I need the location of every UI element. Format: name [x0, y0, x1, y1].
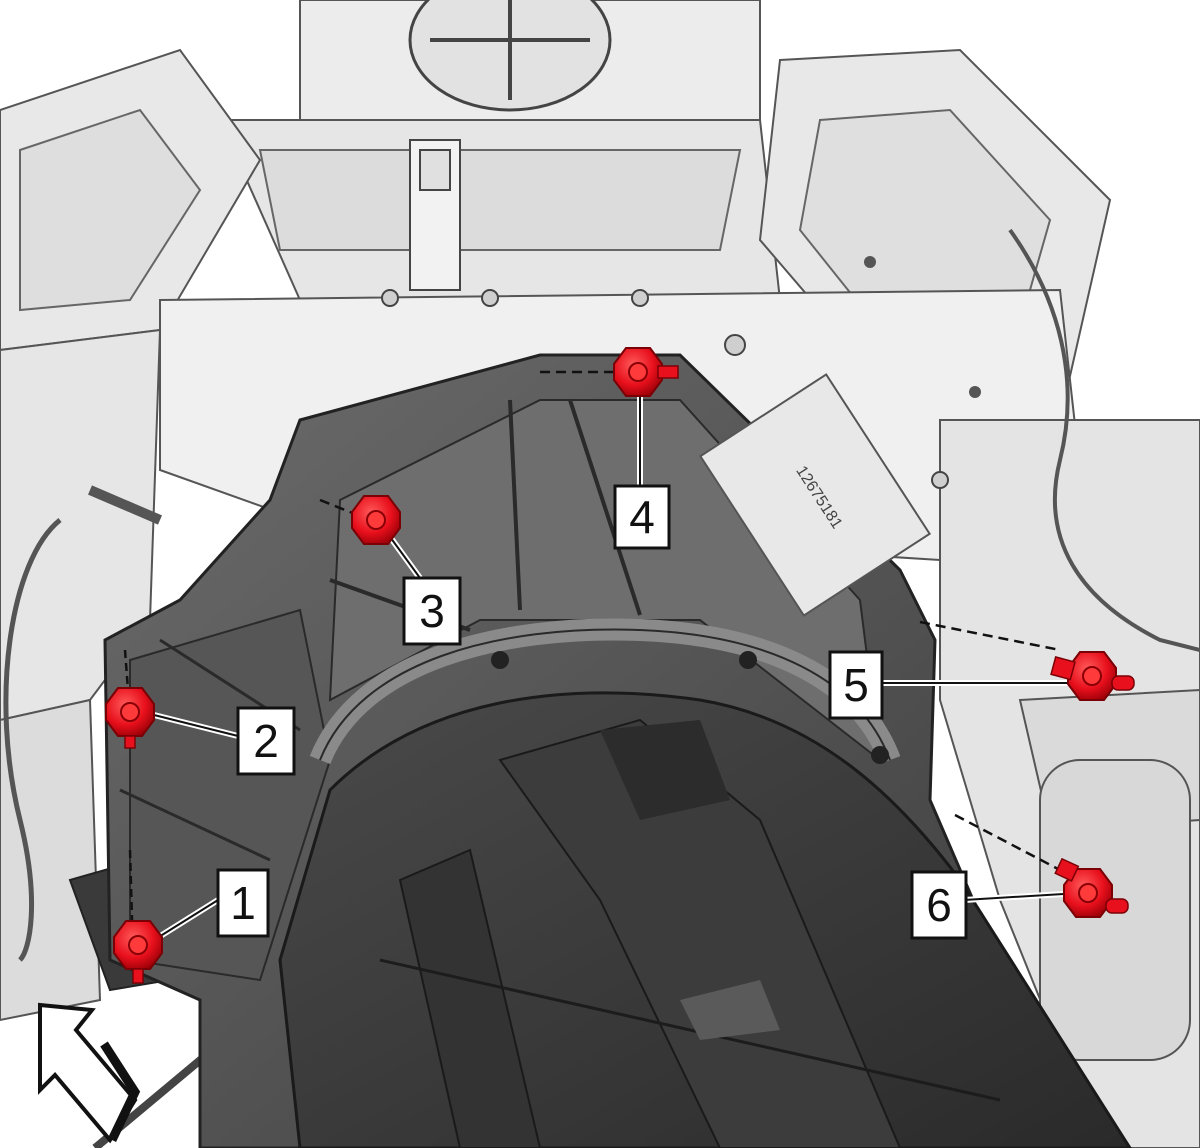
bolt-nut-icon [351, 495, 401, 545]
bolt-axis-lines [123, 370, 1061, 921]
callout-2-label: 2 [253, 715, 279, 767]
fasteners [105, 347, 1135, 984]
callout-6: 6 [910, 870, 968, 940]
bolt-nut-icon [1054, 857, 1129, 918]
callout-3-label: 3 [419, 585, 445, 637]
callout-2: 2 [236, 706, 296, 776]
callout-4-label: 4 [629, 491, 655, 543]
callout-3: 3 [402, 576, 462, 646]
bolt-nut-icon [613, 347, 679, 397]
bolt-nut-icon [105, 687, 155, 749]
callout-1: 1 [216, 868, 270, 938]
bolt-nut-icon [1050, 651, 1135, 701]
callout-5-label: 5 [843, 659, 869, 711]
callout-5: 5 [828, 650, 884, 720]
callouts: 1 2 3 4 5 6 [216, 484, 968, 940]
callout-6-label: 6 [926, 879, 952, 931]
callout-4: 4 [613, 484, 671, 550]
callout-1-label: 1 [230, 877, 256, 929]
front-arrow-icon [38, 1002, 141, 1144]
bolt-nut-icon [113, 920, 163, 984]
bell-housing: 12675181 [103, 353, 1132, 1148]
